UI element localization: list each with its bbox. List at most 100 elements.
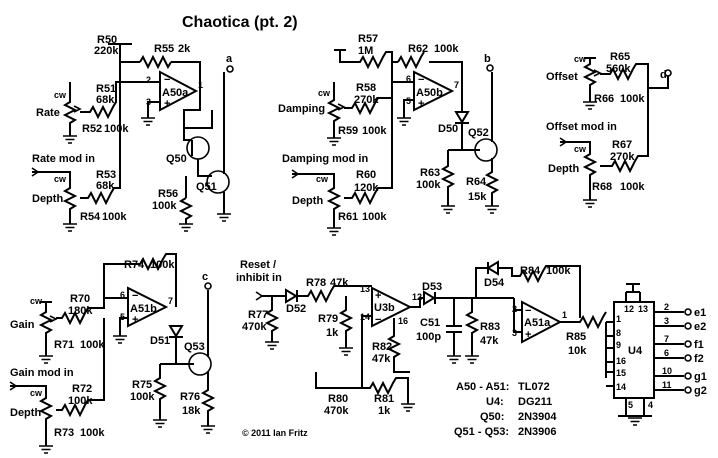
svg-text:A51a: A51a [524, 317, 551, 329]
svg-text:1k: 1k [326, 327, 339, 339]
resistor-r58 [344, 97, 392, 116]
svg-text:2: 2 [664, 302, 669, 312]
svg-text:R81: R81 [374, 393, 394, 405]
resistor-r78 [297, 285, 372, 304]
svg-text:13: 13 [638, 304, 648, 314]
svg-text:+: + [132, 314, 138, 326]
output-e1: e1 [694, 307, 706, 319]
output-b: b [484, 53, 491, 65]
svg-text:+: + [375, 290, 381, 302]
svg-text:−: − [418, 74, 424, 86]
svg-text:R57: R57 [358, 33, 378, 45]
resistor-r60 [344, 62, 393, 206]
svg-text:2N3904: 2N3904 [518, 411, 557, 423]
pot-r71 [38, 302, 54, 356]
svg-text:U4:: U4: [486, 396, 504, 408]
parts-list: A50 - A51: TL072 U4: DG211 Q50: 2N3904 Q… [454, 381, 557, 438]
resistor-r74 [103, 253, 177, 307]
svg-text:1k: 1k [378, 405, 391, 417]
svg-text:R50: R50 [97, 34, 117, 46]
label-damping: Damping [278, 103, 325, 115]
resistor-r55 [120, 54, 201, 91]
svg-text:R85: R85 [566, 331, 586, 343]
svg-text:U3b: U3b [374, 302, 395, 314]
opamp-a50a-label: A50a [162, 87, 189, 99]
svg-text:R68: R68 [592, 181, 612, 193]
svg-text:120k: 120k [354, 182, 379, 194]
svg-text:R70: R70 [70, 293, 90, 305]
svg-text:−: − [525, 305, 531, 317]
svg-text:100p: 100p [416, 331, 441, 343]
resistor-r83 [464, 298, 480, 356]
pot-r54 [32, 171, 78, 224]
svg-text:C51: C51 [420, 317, 440, 329]
svg-text:R64: R64 [466, 176, 487, 188]
label-reset: Reset / [240, 259, 276, 271]
pot-r52 [62, 82, 78, 136]
label-damping-mod-in: Damping mod in [282, 153, 368, 165]
svg-text:R52: R52 [82, 123, 102, 135]
svg-text:100k: 100k [150, 259, 175, 271]
svg-text:Q51 - Q53:: Q51 - Q53: [454, 426, 509, 438]
svg-text:R79: R79 [318, 313, 338, 325]
svg-text:12: 12 [624, 304, 634, 314]
svg-text:R60: R60 [356, 169, 376, 181]
svg-text:100k: 100k [416, 179, 441, 191]
svg-text:R80: R80 [328, 393, 348, 405]
svg-text:R74: R74 [124, 259, 145, 271]
resistor-r56 [178, 197, 194, 224]
svg-text:10: 10 [662, 366, 672, 376]
svg-text:5: 5 [628, 400, 633, 410]
resistor-r65 [600, 63, 649, 118]
resistor-r72 [56, 318, 105, 418]
svg-text:270k: 270k [610, 151, 635, 163]
svg-text:D51: D51 [150, 335, 170, 347]
svg-text:68k: 68k [96, 94, 115, 106]
svg-text:−: − [164, 74, 170, 86]
svg-text:Q50: Q50 [166, 153, 187, 165]
label-inhibit-in: inhibit in [236, 272, 282, 284]
block-reset: Reset / inhibit in R77 470k D52 R78 47k … [236, 259, 607, 417]
svg-text:R78: R78 [306, 277, 326, 289]
svg-text:15: 15 [616, 368, 626, 378]
label-rate-mod-in: Rate mod in [32, 153, 95, 165]
resistor-r51 [80, 81, 120, 120]
svg-text:cw: cw [318, 88, 331, 98]
svg-text:9: 9 [616, 340, 621, 350]
svg-text:16: 16 [398, 316, 408, 326]
pot-r73 [10, 385, 54, 446]
svg-text:R55: R55 [154, 43, 174, 55]
svg-text:7: 7 [664, 334, 669, 344]
block-c: A51b − + 6 5 7 R74 100k R70 180k R71 100… [9, 253, 216, 454]
svg-text:68k: 68k [96, 180, 115, 192]
svg-text:+: + [164, 98, 170, 110]
svg-text:560k: 560k [606, 63, 631, 75]
svg-text:100k: 100k [130, 391, 155, 403]
block-b: A50b − + 6 5 7 R62 100k R57 1M R58 270k … [278, 33, 500, 236]
label-depth-d: Depth [548, 163, 579, 175]
svg-text:7: 7 [454, 80, 459, 90]
comparator-u3b [371, 286, 413, 328]
svg-text:100k: 100k [80, 427, 105, 439]
svg-text:470k: 470k [324, 405, 349, 417]
svg-text:6: 6 [120, 290, 125, 300]
svg-text:D52: D52 [286, 303, 306, 315]
svg-text:1: 1 [616, 314, 621, 324]
svg-text:cw: cw [30, 296, 43, 306]
svg-text:R54: R54 [80, 211, 101, 223]
svg-text:R61: R61 [338, 211, 358, 223]
block-a: A50a − + 2 3 1 R55 2k R50 220k R51 68k R… [31, 34, 234, 232]
svg-text:R51: R51 [96, 83, 116, 95]
svg-text:+: + [418, 98, 424, 110]
svg-text:R83: R83 [480, 321, 500, 333]
diode-d51 [168, 325, 184, 338]
svg-text:220k: 220k [94, 45, 119, 57]
svg-text:270k: 270k [354, 94, 379, 106]
svg-text:100k: 100k [434, 43, 459, 55]
svg-text:A50 - A51:: A50 - A51: [456, 381, 509, 393]
resistor-r53 [80, 82, 121, 206]
pot-r66 [582, 58, 598, 102]
svg-text:2: 2 [146, 75, 151, 85]
svg-text:10k: 10k [568, 345, 587, 357]
capacitor-c51 [446, 298, 462, 356]
